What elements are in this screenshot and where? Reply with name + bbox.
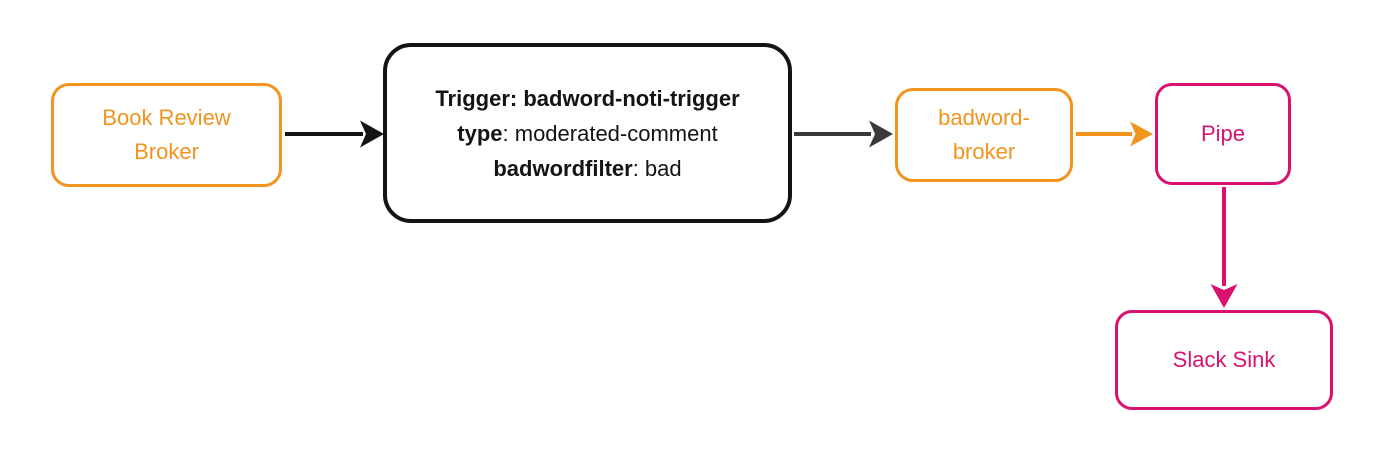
edge-pipe-to-slack-sink [1210, 187, 1238, 308]
node-book-review-broker: Book Review Broker [51, 83, 282, 187]
node-badword-broker: badword-broker [895, 88, 1073, 182]
trigger-line-1: Trigger: badword-noti-trigger [435, 81, 739, 116]
edge-badword-broker-to-pipe [1076, 121, 1153, 147]
trigger-line-1-text: Trigger: badword-noti-trigger [435, 85, 740, 111]
node-slack-sink: Slack Sink [1115, 310, 1333, 410]
node-badword-broker-label: badword-broker [938, 105, 1030, 164]
node-pipe-label: Pipe [1200, 121, 1246, 146]
trigger-line-3: badwordfilter: bad [493, 151, 681, 186]
arrowhead-right-icon [869, 120, 893, 148]
trigger-line-3-value: : bad [632, 155, 682, 181]
edge-broker-to-trigger [285, 120, 384, 148]
trigger-line-2-key: type [457, 120, 503, 146]
trigger-line-2: type: moderated-comment [457, 116, 717, 151]
arrowhead-down-icon [1210, 284, 1238, 308]
edge-trigger-to-badword-broker [794, 120, 893, 148]
node-book-review-broker-label: Book Review Broker [102, 105, 231, 164]
node-pipe: Pipe [1155, 83, 1291, 185]
trigger-line-3-key: badwordfilter [493, 155, 633, 181]
arrowhead-right-icon [360, 120, 384, 148]
trigger-line-2-value: : moderated-comment [502, 120, 718, 146]
node-trigger: Trigger: badword-noti-trigger type: mode… [383, 43, 792, 223]
node-slack-sink-label: Slack Sink [1172, 347, 1276, 372]
arrowhead-right-icon [1130, 121, 1153, 147]
